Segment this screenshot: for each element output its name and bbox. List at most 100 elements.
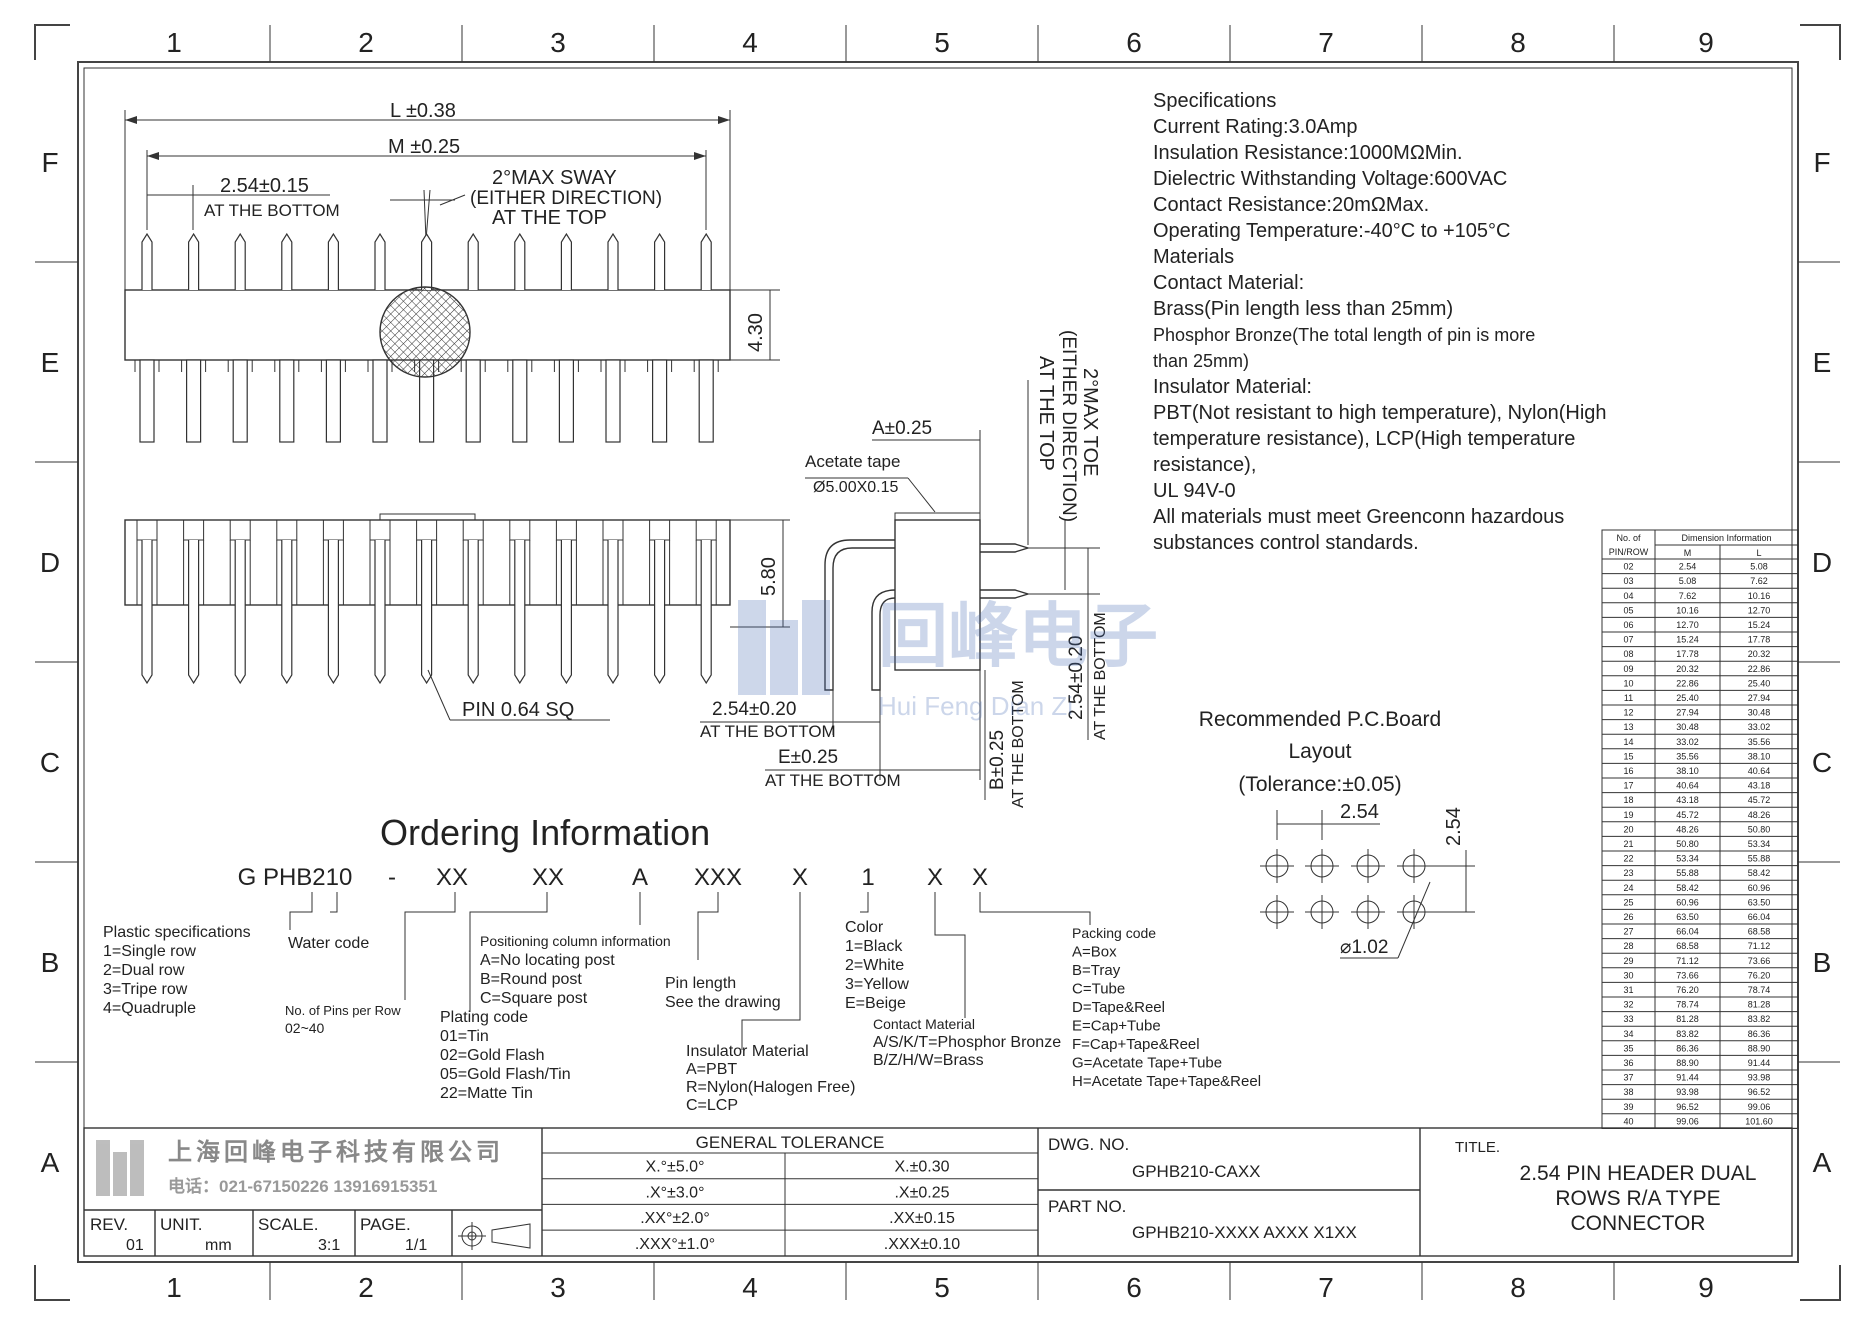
zone-col-bottom: 8 (1510, 1272, 1526, 1303)
dim-table-cell: 45.72 (1748, 795, 1771, 805)
front-height-label: 5.80 (758, 557, 780, 596)
order-code-segment: X (972, 864, 988, 891)
dim-table-cell: 76.20 (1676, 985, 1699, 995)
dim-table-cell: 73.66 (1676, 970, 1699, 980)
order-note: 01=Tin (440, 1028, 489, 1045)
dim-table-cell: 38 (1623, 1087, 1633, 1097)
dim-table-cell: 22.86 (1748, 664, 1771, 674)
pin-top (700, 232, 712, 290)
pin-front (327, 540, 339, 685)
dim-table-cell: 88.90 (1748, 1043, 1771, 1053)
order-leaders (289, 892, 1091, 1050)
dim-table-cell: 55.88 (1748, 854, 1771, 864)
dim-table-header: No. of (1616, 533, 1641, 543)
order-note: G=Acetate Tape+Tube (1072, 1055, 1222, 1072)
zone-col-bottom: 9 (1698, 1272, 1714, 1303)
order-note: 02~40 (285, 1020, 325, 1036)
company-name: 上海回峰电子科技有限公司 (168, 1138, 504, 1166)
order-code-segment: - (388, 864, 396, 891)
sway-line-1: 2°MAX SWAY (492, 167, 617, 189)
order-note: C=Square post (480, 990, 588, 1007)
pin-front (654, 540, 666, 685)
dim-table-header: Dimension Information (1681, 533, 1771, 543)
dim-table-cell: 08 (1623, 649, 1633, 659)
order-note: Color (845, 919, 884, 936)
zone-col-top: 1 (166, 27, 182, 58)
pitch-v-note: AT THE BOTTOM (1092, 612, 1109, 740)
pin-slot (416, 519, 438, 541)
order-note: 22=Matte Tin (440, 1085, 533, 1102)
dim-table-cell: 33.02 (1748, 722, 1771, 732)
watermark-cn: 回峰电子 (878, 597, 1158, 675)
dim-table-cell: 58.42 (1748, 868, 1771, 878)
order-code-segment: XX (532, 864, 564, 891)
dim-table-cell: 17 (1623, 781, 1633, 791)
dim-table-cell: 40 (1623, 1116, 1633, 1126)
part-value: GPHB210-XXXX AXXX X1XX (1132, 1223, 1357, 1242)
pin-top (607, 232, 619, 290)
dim-table-cell: 16 (1623, 766, 1633, 776)
pin-tail (558, 359, 575, 443)
spec-line: temperature resistance), LCP(High temper… (1153, 428, 1575, 450)
zone-col-top: 6 (1126, 27, 1142, 58)
order-code-segment: X (927, 864, 943, 891)
order-note: H=Acetate Tape+Tape&Reel (1072, 1073, 1261, 1090)
pcb-title-1: Recommended P.C.Board (1199, 708, 1441, 731)
dim-table-cell: 23 (1623, 868, 1633, 878)
pin-top (467, 232, 479, 290)
dim-table-cell: 20.32 (1676, 664, 1699, 674)
pcb-title-2: Layout (1288, 740, 1351, 763)
projection-symbol-icon (458, 1222, 531, 1250)
dim-table-cell: 14 (1623, 737, 1633, 747)
pin-tail (372, 359, 388, 443)
pitch-note: AT THE BOTTOM (204, 201, 340, 220)
dim-table-cell: 43.18 (1676, 795, 1699, 805)
dim-table-cell: 39 (1623, 1102, 1633, 1112)
dim-table-cell: 45.72 (1676, 810, 1699, 820)
dim-table-cell: 93.98 (1676, 1087, 1699, 1097)
order-note: C=LCP (686, 1097, 738, 1114)
order-note: Plating code (440, 1009, 528, 1026)
dim-table-cell: 48.26 (1676, 824, 1699, 834)
order-code-segment: XX (436, 864, 468, 891)
zone-col-top: 4 (742, 27, 758, 58)
zone-row-right: E (1813, 347, 1832, 378)
sway-line-3: AT THE TOP (492, 207, 607, 229)
title-line-1: 2.54 PIN HEADER DUAL (1520, 1162, 1757, 1185)
dim-table-cell: 71.12 (1676, 956, 1699, 966)
dim-table-cell: 25.40 (1676, 693, 1699, 703)
spec-line: PBT(Not resistant to high temperature), … (1153, 402, 1607, 424)
order-code-segment: 1 (861, 864, 874, 891)
dim-table-cell: 73.66 (1748, 956, 1771, 966)
dim-table-cell: 50.80 (1748, 824, 1771, 834)
pin-tail (512, 359, 528, 443)
title-label: TITLE. (1455, 1139, 1500, 1156)
dim-table-cell: 20.32 (1748, 649, 1771, 659)
order-note: 1=Single row (103, 943, 196, 960)
dim-table-cell: 18 (1623, 795, 1633, 805)
pin-tail (605, 359, 621, 443)
dim-table-cell: 63.50 (1676, 912, 1699, 922)
spec-line: All materials must meet Greenconn hazard… (1153, 506, 1564, 528)
dim-table-cell: 26 (1623, 912, 1633, 922)
order-note: R=Nylon(Halogen Free) (686, 1079, 855, 1096)
dim-table-cell: 03 (1623, 576, 1633, 586)
pin-slot (136, 519, 158, 541)
dim-table-cell: 68.58 (1748, 927, 1771, 937)
pin-front (281, 540, 293, 685)
pin-slot (322, 519, 344, 541)
pin-front (188, 540, 200, 685)
zone-col-bottom: 6 (1126, 1272, 1142, 1303)
zone-col-bottom: 5 (934, 1272, 950, 1303)
pin-slot (183, 519, 205, 541)
dim-table-cell: 68.58 (1676, 941, 1699, 951)
pin-tail (325, 359, 341, 443)
dwg-label: DWG. NO. (1048, 1135, 1129, 1154)
pin-front (607, 540, 619, 685)
order-note: F=Cap+Tape&Reel (1072, 1036, 1200, 1053)
dim-E-label: E±0.25 (778, 747, 838, 768)
pin-top (374, 232, 386, 290)
zone-col-bottom: 1 (166, 1272, 182, 1303)
pin-slot (369, 519, 391, 541)
order-code-segment: G PHB210 (238, 864, 353, 891)
